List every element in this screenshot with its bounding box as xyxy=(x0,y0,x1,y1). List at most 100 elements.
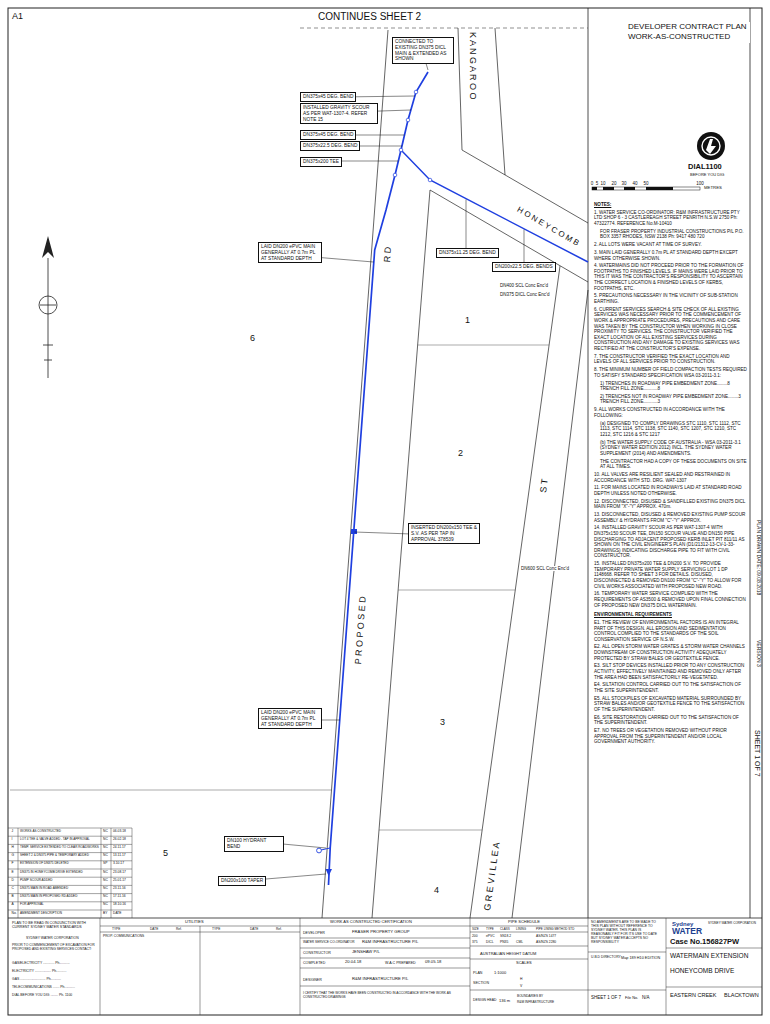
title-block-cell: DIAL BEFORE YOU DIG ........ Ph. 1100 xyxy=(12,994,72,998)
title-block-cell: W.A.C PREPARED xyxy=(385,961,416,965)
title-block-cell: WORK AS CONSTRUCTED CERTIFICATION xyxy=(330,920,412,925)
note-text: 8. THE MINIMUM NUMBER OF FIELD COMPACTIO… xyxy=(594,367,747,378)
amendment-cell: 06.03.18 xyxy=(113,830,126,834)
title-block-cell: AS/NZS 1477 xyxy=(536,935,556,939)
callout-box: DN200x22.5 DEG. BENDS xyxy=(492,262,556,272)
title-block-cell: ePVC xyxy=(486,935,495,939)
amendment-cell: PUMP SCOUR ADDED xyxy=(20,879,52,883)
note-text: 9. ALL WORKS CONSTRUCTED IN ACCORDANCE W… xyxy=(594,407,747,418)
bend-marker xyxy=(393,90,432,182)
pipe-note: DN600 SCL Conc Enc'd xyxy=(521,566,569,571)
notes-column: NOTES:1. WATER SERVICE CO-ORDINATOR: R&M… xyxy=(594,202,747,747)
title-block-cell: CML xyxy=(516,941,523,945)
title-block-cell: PIPE SCHEDULE xyxy=(508,920,540,925)
callout-text: CONNECTED TO EXISTING DN375 DICL MAIN & … xyxy=(395,39,451,62)
logo-text: WATER xyxy=(672,927,702,937)
road-boundary xyxy=(322,28,588,918)
note-text: FOR FRASER PROPERTY INDUSTRIAL CONSTRUCT… xyxy=(594,229,747,240)
title-block-cell: H xyxy=(520,978,522,982)
title-block-cell: PROP. COMMUNICATIONS xyxy=(103,935,144,939)
margin-label: SHEET 1 OF 7 xyxy=(753,730,761,777)
lot-number: 2 xyxy=(458,448,463,458)
title-block-cell: 136 m xyxy=(499,999,510,1004)
title-block-cell: DATE xyxy=(250,928,258,932)
title-block-cell: SYDNEY WATER CORPORATION xyxy=(708,922,756,926)
title-block-cell: SYDNEY WATER CORPORATION xyxy=(26,937,79,941)
scale-label: 20 xyxy=(611,181,616,186)
title-block-cell: CONSTRUCTOR xyxy=(303,951,331,955)
scale-label: 10 xyxy=(600,181,605,186)
callout-box: CONNECTED TO EXISTING DN375 DICL MAIN & … xyxy=(392,37,454,64)
callout-box: DN200x100 TAPER xyxy=(218,876,266,886)
note-text: E2. ALL OPEN STORM WATER GRATES & STORM … xyxy=(594,644,747,661)
logo-text: BEFORE YOU DIG xyxy=(690,173,724,178)
dial-logo xyxy=(697,132,725,160)
amendment-cell: F xyxy=(12,862,14,866)
amendment-cell: NC xyxy=(103,830,108,834)
title-block-cell: BOUNDARIES BY xyxy=(517,995,543,999)
callout-box: DN100 HYDRANT BEND xyxy=(224,836,284,852)
lot-number: 4 xyxy=(434,885,439,895)
hydrant-symbol xyxy=(317,848,322,853)
title-block-cell: SIZE xyxy=(472,928,479,931)
road-name: P R O P O S E D xyxy=(353,596,368,665)
amendment-cell: 13.11.17 xyxy=(113,854,126,858)
title-block-cell: SN18.2 xyxy=(500,935,511,939)
amendment-cell: EXTENSION OF DN375 DELETED xyxy=(20,862,69,866)
hydrant-branch xyxy=(321,848,330,850)
note-text: (b) THE WATER SUPPLY CODE OF AUSTRALIA -… xyxy=(594,440,747,457)
amendment-cell: TEMP. SERVICE EXTENDED TO CLEAR ROADWORK… xyxy=(20,846,99,850)
scale-label: 5 xyxy=(596,181,599,186)
title-block-cell: DESIGN HEAD xyxy=(473,999,496,1003)
title-block-cell: HONEYCOMB DRIVE xyxy=(670,967,734,974)
note-text: 14. INSTALLED GRAVITY SCOUR AS PER WAT-1… xyxy=(594,525,747,559)
amendment-cell: NC xyxy=(103,871,108,875)
amendment-table-grid xyxy=(8,828,132,918)
amendment-cell: DN375 MAIN IN PROPOSED RD ADDED xyxy=(20,895,77,899)
note-text: THE CONTRACTOR HAD A COPY OF THESE DOCUM… xyxy=(594,459,747,470)
title-block-cell: FRASER PROPERTY GROUP xyxy=(352,930,410,935)
amendment-cell: NC xyxy=(103,887,108,891)
amendment-cell: 23.11.16 xyxy=(113,887,126,891)
callout-text: DN100 HYDRANT BEND xyxy=(227,838,281,850)
pipe-note: DN400 SCL Conc Enc'd xyxy=(500,283,548,288)
taper-symbol xyxy=(326,869,333,876)
road-name: S T xyxy=(538,478,550,493)
scale-label: 30 xyxy=(621,181,626,186)
amendment-cell: 23.08.17 xyxy=(113,871,126,875)
note-text: 1) TRENCHES IN ROADWAY PIPE EMBEDMENT ZO… xyxy=(594,381,747,392)
notes-heading: ENVIRONMENTAL REQUIREMENTS xyxy=(594,612,747,618)
amendment-cell: BY xyxy=(103,912,107,916)
title-block-cell: WATER SERVICE CO-ORDINATOR xyxy=(303,941,355,945)
title-block-cell: TELECOMMUNICATIONS ....... Ph........... xyxy=(12,986,75,990)
note-text: 2. ALL LOTS WERE VACANT AT TIME OF SURVE… xyxy=(594,242,747,248)
dial-logo-ring xyxy=(702,137,720,155)
amendment-cell: G xyxy=(12,854,15,858)
amendment-cell: 17.11.16 xyxy=(113,895,126,899)
north-arrow xyxy=(40,258,56,378)
note-text: 16. TEMPORARY WATER SERVICE COMPLIED WIT… xyxy=(594,591,747,608)
note-text: 15. INSTALLED DN375x200 TEE & DN200 S.V.… xyxy=(594,561,747,589)
title-block-cell: Ref. xyxy=(276,928,282,932)
amendment-cell: SP xyxy=(103,862,107,866)
amendment-cell: LOT 4 TEE & VALVE ADDED - TAP IN APPROVA… xyxy=(20,838,90,842)
note-text: E1. THE REVIEW OF ENVIRONMENTAL FACTORS … xyxy=(594,620,747,642)
callout-text: DN200x100 TAPER xyxy=(221,878,263,884)
title-block-cell: AUSTRALIAN HEIGHT DATUM xyxy=(480,952,536,957)
title-block-cell: R&M INFRASTRUCTURE P/L xyxy=(362,940,418,945)
title-block-cell: SECTION xyxy=(473,981,489,985)
note-text: E3. SILT STOP DEVICES INSTALLED PRIOR TO… xyxy=(594,663,747,680)
title-block-cell: GAS/ELECTRICITY ............ Ph.........… xyxy=(12,962,70,966)
title-block-cell: WATERMAIN EXTENSION xyxy=(670,952,748,959)
lot-number: 6 xyxy=(250,333,255,343)
amendment-cell: 24.11.17 xyxy=(113,846,126,850)
amendment-cell: B xyxy=(12,895,14,899)
amendment-cell: D xyxy=(12,879,14,883)
lot-boundary xyxy=(10,345,549,830)
title-block-cell: 375 xyxy=(472,941,478,945)
note-text: 3. MAIN LAID GENERALLY 0.7m PL AT STANDA… xyxy=(594,250,747,261)
title-block-cell: PN35 xyxy=(500,941,508,945)
title-block-cell: DESIGNER xyxy=(303,978,322,982)
water-main-branch xyxy=(401,150,588,262)
note-text: 1. WATER SERVICE CO-ORDINATOR: R&M INFRA… xyxy=(594,210,747,227)
